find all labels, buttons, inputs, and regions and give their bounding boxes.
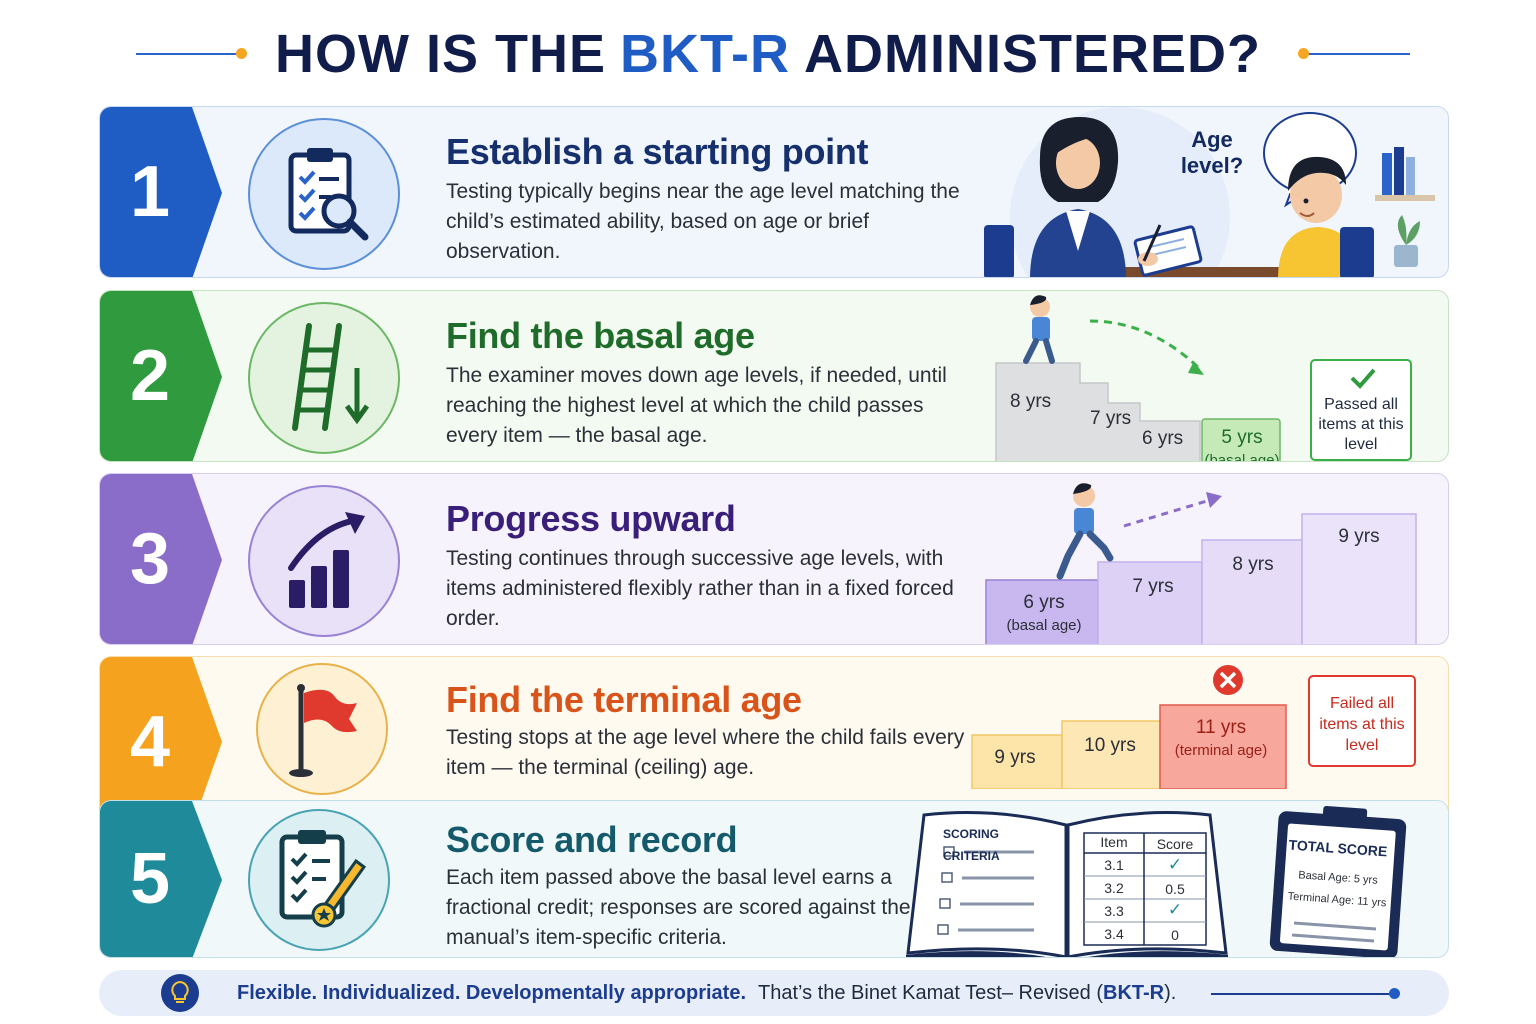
step-heading: Find the terminal age bbox=[446, 679, 802, 720]
table-cell-item: 3.1 bbox=[1104, 857, 1124, 873]
failed-all-box: Failed all items at this level bbox=[1308, 675, 1416, 767]
step-card-1: 1 Establish a starting point Testing typ… bbox=[99, 106, 1449, 278]
step-number-tab: 4 bbox=[100, 657, 222, 827]
step-number-tab: 1 bbox=[100, 107, 222, 277]
table-cell-item: 3.4 bbox=[1104, 926, 1124, 942]
table-header-score: Score bbox=[1156, 836, 1194, 852]
step-number-tab: 2 bbox=[100, 291, 222, 461]
stair-label: 10 yrs bbox=[1084, 735, 1136, 756]
total-score-clipboard bbox=[1269, 805, 1407, 957]
title-suffix: ADMINISTERED? bbox=[803, 24, 1261, 84]
stair-label: 8 yrs bbox=[1232, 554, 1274, 575]
lightbulb-icon bbox=[161, 974, 199, 1012]
title-decoration-dot bbox=[236, 48, 247, 59]
step-heading: Find the basal age bbox=[446, 315, 755, 356]
basal-stair-label: 6 yrs(basal age) bbox=[1006, 592, 1082, 634]
step-heading: Establish a starting point bbox=[446, 131, 869, 172]
passed-all-text: Passed all items at this level bbox=[1318, 396, 1404, 453]
stair-label: 9 yrs bbox=[994, 747, 1036, 768]
table-cell-item: 3.2 bbox=[1104, 880, 1124, 896]
stair-label: 9 yrs bbox=[1338, 526, 1380, 547]
step-number: 2 bbox=[129, 336, 171, 416]
stair-label: 7 yrs bbox=[1090, 408, 1132, 429]
step-description: Testing typically begins near the age le… bbox=[446, 180, 960, 263]
footer-decoration-dot bbox=[1389, 988, 1400, 999]
step-card-3: 3 Progress upward Testing continues thro… bbox=[99, 473, 1449, 645]
footer-tagline: Flexible. Individualized. Developmentall… bbox=[237, 982, 747, 1004]
footer-decoration-line bbox=[1211, 993, 1391, 995]
step-card-2: 2 Find the basal age The examiner moves … bbox=[99, 290, 1449, 462]
footer-banner: Flexible. Individualized. Developmentall… bbox=[99, 970, 1449, 1016]
red-flag-icon bbox=[256, 663, 388, 795]
title-decoration-dot bbox=[1298, 48, 1309, 59]
ascending-stairs-illustration bbox=[985, 483, 1417, 644]
stair-label: 8 yrs bbox=[1010, 391, 1052, 412]
speech-bubble-text: Age level? bbox=[1180, 127, 1244, 178]
step-heading: Score and record bbox=[446, 819, 738, 860]
step-number: 5 bbox=[129, 839, 171, 919]
terminal-stairs-illustration bbox=[971, 665, 1287, 789]
table-cell-score: ✓ bbox=[1167, 900, 1183, 919]
failed-all-text: Failed all items at this level bbox=[1319, 695, 1405, 754]
footer-closing-prefix: That’s the Binet Kamat Test– Revised ( bbox=[758, 982, 1104, 1004]
step-number: 1 bbox=[129, 152, 171, 232]
descending-stairs-illustration bbox=[995, 295, 1281, 461]
stair-label: 6 yrs bbox=[1142, 428, 1184, 449]
examiner-child-illustration bbox=[984, 107, 1435, 277]
step-heading: Progress upward bbox=[446, 498, 736, 539]
basal-stair-label: 5 yrs(basal age) bbox=[1204, 427, 1280, 462]
step-description: Each item passed above the basal level e… bbox=[446, 866, 911, 949]
terminal-stair-label: 11 yrs(terminal age) bbox=[1174, 717, 1268, 759]
stair-label: 7 yrs bbox=[1132, 576, 1174, 597]
rising-bars-icon bbox=[248, 485, 400, 637]
step-description: Testing continues through successive age… bbox=[446, 547, 954, 630]
passed-all-box: Passed all items at this level bbox=[1310, 359, 1412, 461]
table-cell-item: 3.3 bbox=[1104, 903, 1124, 919]
title-prefix: HOW IS THE bbox=[275, 24, 606, 84]
title-decoration-line bbox=[136, 53, 236, 55]
scoring-criteria-book bbox=[906, 811, 1228, 957]
title-decoration-line bbox=[1304, 53, 1410, 55]
step-card-4: 4 Find the terminal age Testing stops at… bbox=[99, 656, 1449, 828]
footer-closing-accent: BKT-R bbox=[1103, 982, 1165, 1004]
step-description: The examiner moves down age levels, if n… bbox=[446, 364, 947, 447]
clipboard-pencil-icon bbox=[248, 809, 390, 951]
footer-message: Flexible. Individualized. Developmentall… bbox=[237, 970, 1176, 1016]
table-header-item: Item bbox=[1100, 834, 1128, 850]
table-cell-score: ✓ bbox=[1167, 855, 1183, 874]
step-description: Testing stops at the age level where the… bbox=[446, 726, 965, 779]
step-number-tab: 3 bbox=[100, 474, 222, 644]
table-cell-score: 0 bbox=[1171, 927, 1179, 943]
book-title: SCORING CRITERIA bbox=[943, 827, 1000, 863]
ladder-down-icon bbox=[248, 302, 400, 454]
step-card-5: 5 Score and record Each item passed abov… bbox=[99, 800, 1449, 958]
step-number: 3 bbox=[129, 519, 171, 599]
footer-closing-suffix: ). bbox=[1164, 982, 1177, 1004]
check-icon bbox=[1350, 368, 1376, 389]
step-number-tab: 5 bbox=[100, 801, 222, 957]
step-number: 4 bbox=[129, 702, 171, 782]
clipboard-magnifier-icon bbox=[248, 118, 400, 270]
table-cell-score: 0.5 bbox=[1165, 881, 1185, 897]
title-accent: BKT-R bbox=[620, 24, 790, 84]
